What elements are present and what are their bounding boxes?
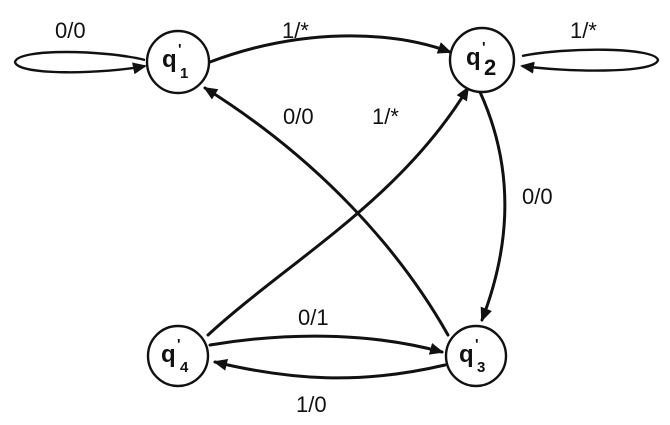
state-q1-letter: q bbox=[162, 46, 177, 73]
state-q4: q ' 4 bbox=[146, 324, 210, 388]
state-q4-subscript: 4 bbox=[180, 359, 189, 376]
label-q2-q3: 0/0 bbox=[522, 184, 553, 209]
state-q2-prime: ' bbox=[482, 39, 486, 56]
label-q2-loop: 1/* bbox=[570, 18, 597, 43]
label-q4-q2: 1/* bbox=[372, 104, 399, 129]
label-q3-q4: 1/0 bbox=[296, 392, 327, 417]
edge-q4-q2 bbox=[206, 86, 470, 337]
state-q2: q ' 2 bbox=[448, 26, 516, 94]
state-q4-prime: ' bbox=[177, 336, 181, 353]
state-q3-subscript: 3 bbox=[477, 359, 485, 376]
edge-q3-q4 bbox=[213, 358, 447, 380]
label-q1-q2: 1/* bbox=[282, 18, 309, 43]
edge-q2-q3 bbox=[478, 90, 507, 322]
state-q1: q ' 1 bbox=[145, 29, 211, 95]
state-q1-subscript: 1 bbox=[180, 65, 188, 82]
label-q1-loop: 0/0 bbox=[55, 18, 86, 43]
self-loop-q2 bbox=[520, 48, 660, 74]
state-q2-subscript: 2 bbox=[484, 55, 496, 80]
self-loop-q1 bbox=[13, 50, 147, 75]
state-q2-letter: q bbox=[466, 44, 481, 71]
state-q4-letter: q bbox=[161, 341, 176, 368]
edge-q1-q2 bbox=[208, 34, 452, 64]
label-q3-q1: 0/0 bbox=[283, 104, 314, 129]
state-q3-prime: ' bbox=[475, 336, 479, 353]
edge-q4-q3 bbox=[208, 334, 444, 355]
state-q3: q ' 3 bbox=[444, 324, 508, 388]
state-q1-prime: ' bbox=[178, 41, 182, 58]
label-q4-q3: 0/1 bbox=[298, 305, 329, 330]
state-q3-letter: q bbox=[459, 341, 474, 368]
edge-q3-q1 bbox=[203, 86, 450, 337]
